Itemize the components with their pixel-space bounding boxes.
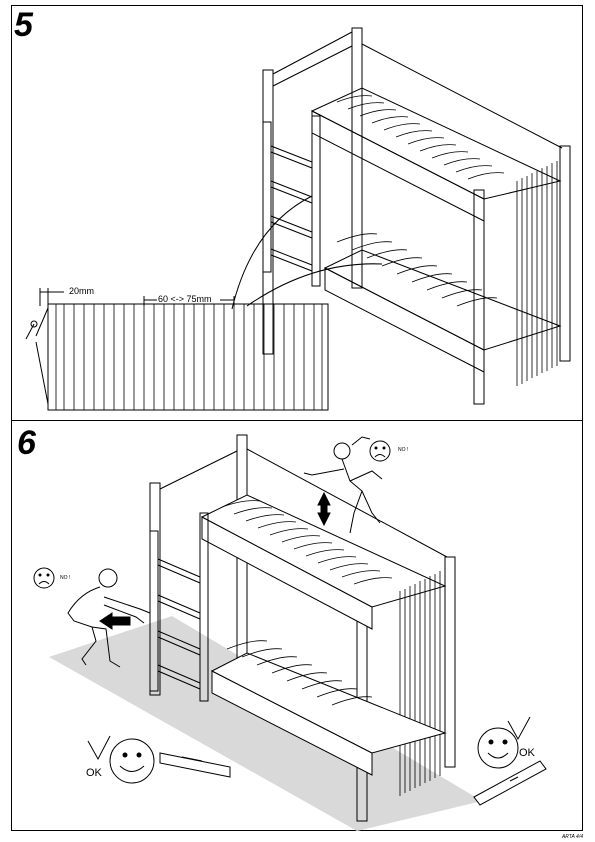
up-down-arrow-icon: [317, 491, 331, 527]
sad-face-icon-left: [33, 567, 55, 589]
jumping-child-figure: [303, 436, 383, 534]
board-piece-left: [159, 752, 231, 778]
pulling-child-figure: [67, 568, 151, 668]
dimension-spacing-label: 60 <-> 75mm: [158, 294, 212, 304]
happy-face-icon-right: [477, 716, 531, 769]
step-5-panel: 5: [11, 5, 583, 421]
dimension-edge-label: 20mm: [69, 286, 95, 296]
no-label-left: NO !: [60, 575, 71, 581]
floor-shading: [49, 616, 482, 831]
push-arrow-icon: [99, 612, 131, 630]
safety-warning-illustration: [33, 434, 547, 831]
board-piece-right: [473, 760, 547, 806]
bunk-bed-slat-illustration: [25, 27, 571, 411]
ok-label-right: OK: [519, 747, 535, 759]
bed-post-front-right: [559, 145, 571, 362]
page-footer: ARTA 4/4: [561, 834, 583, 840]
step-number-5: 5: [14, 6, 33, 44]
no-label-top: NO !: [398, 447, 409, 453]
ok-label-left: OK: [86, 767, 102, 779]
happy-face-icon-left: [87, 735, 155, 784]
step-number-6: 6: [17, 424, 36, 462]
step-6-panel: 6: [11, 421, 583, 831]
sad-face-icon-top: [369, 440, 391, 462]
